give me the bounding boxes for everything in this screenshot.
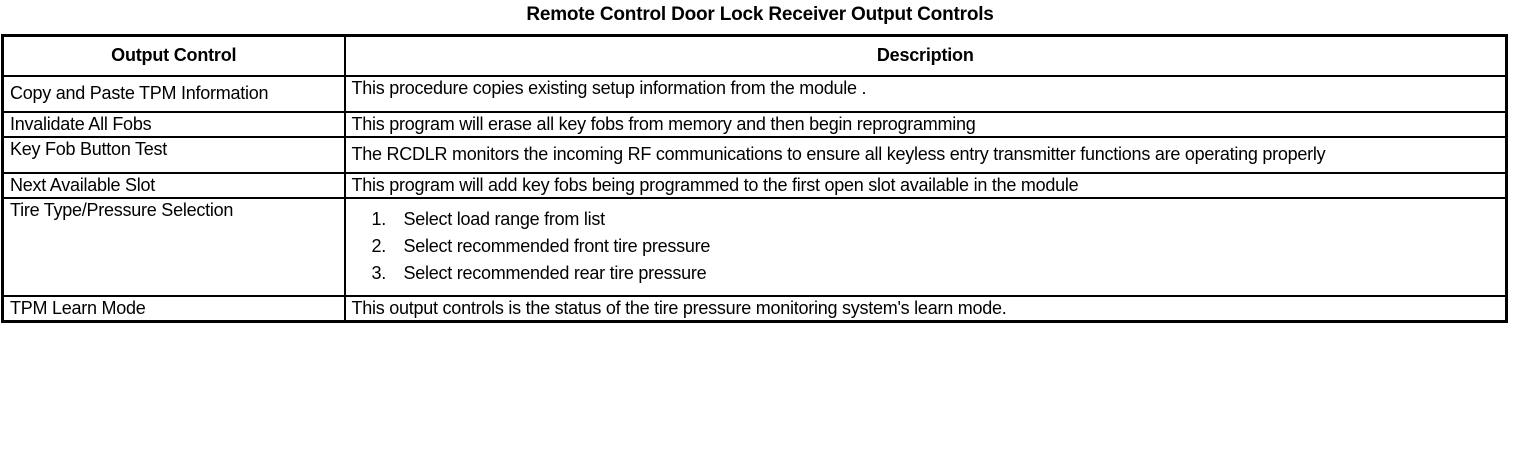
table-body: Copy and Paste TPM Information This proc… xyxy=(1,75,1508,323)
tire-pressure-steps-list: 1. Select load range from list 2. Select r… xyxy=(346,199,1506,295)
page-title: Remote Control Door Lock Receiver Output… xyxy=(526,4,994,25)
list-item: 1. Select load range from list xyxy=(352,206,1500,233)
description-text: The RCDLR monitors the incoming RF commu… xyxy=(351,144,1326,164)
list-item: 2. Select recommended front tire pressure xyxy=(352,233,1500,260)
output-control-name: Invalidate All Fobs xyxy=(10,114,152,134)
list-item-label: Select recommended rear tire pressure xyxy=(403,263,707,283)
description-text: This procedure copies existing setup inf… xyxy=(351,78,867,98)
table-row: Tire Type/Pressure Selection 1. Select lo… xyxy=(1,197,1508,297)
list-item-label: Select load range from list xyxy=(403,209,606,229)
cell-output-control: Invalidate All Fobs xyxy=(1,111,346,138)
cell-description: 1. Select load range from list 2. Select r… xyxy=(343,197,1508,297)
cell-output-control: TPM Learn Mode xyxy=(1,295,346,323)
list-item-label: Select recommended front tire pressure xyxy=(403,236,711,256)
cell-description: The RCDLR monitors the incoming RF commu… xyxy=(343,136,1508,174)
cell-description: This program will erase all key fobs fro… xyxy=(343,111,1508,138)
output-control-name: Key Fob Button Test xyxy=(10,139,168,159)
table-row: Invalidate All Fobs This program will er… xyxy=(1,111,1508,138)
table-row: Copy and Paste TPM Information This proc… xyxy=(1,75,1508,113)
output-controls-table: Output Control Description Copy and Past… xyxy=(1,34,1508,323)
table-header-row: Output Control Description xyxy=(1,34,1508,77)
table-row: TPM Learn Mode This output controls is t… xyxy=(1,295,1508,323)
list-item-number: 2. xyxy=(371,236,387,256)
cell-output-control: Tire Type/Pressure Selection xyxy=(1,197,346,297)
cell-output-control: Next Available Slot xyxy=(1,172,346,199)
list-item-number: 1. xyxy=(371,209,387,229)
output-control-name: Tire Type/Pressure Selection xyxy=(10,200,234,220)
list-item: 3. Select recommended rear tire pressure xyxy=(352,260,1500,287)
output-control-name: Copy and Paste TPM Information xyxy=(10,83,269,103)
description-text: This program will erase all key fobs fro… xyxy=(351,114,976,134)
cell-description: This output controls is the status of th… xyxy=(343,295,1508,323)
list-item-number: 3. xyxy=(371,263,387,283)
table-row: Key Fob Button Test The RCDLR monitors t… xyxy=(1,136,1508,174)
cell-description: This procedure copies existing setup inf… xyxy=(343,75,1508,113)
output-control-name: TPM Learn Mode xyxy=(10,298,146,318)
cell-output-control: Copy and Paste TPM Information xyxy=(1,75,346,113)
description-text: This output controls is the status of th… xyxy=(351,298,1007,318)
table-row: Next Available Slot This program will ad… xyxy=(1,172,1508,199)
column-header-description: Description xyxy=(343,34,1508,77)
cell-description: This program will add key fobs being pro… xyxy=(343,172,1508,199)
column-header-output-control: Output Control xyxy=(1,34,346,77)
table-header: Output Control Description xyxy=(1,34,1508,77)
cell-output-control: Key Fob Button Test xyxy=(1,136,346,174)
output-control-name: Next Available Slot xyxy=(10,175,156,195)
description-text: This program will add key fobs being pro… xyxy=(351,175,1079,195)
